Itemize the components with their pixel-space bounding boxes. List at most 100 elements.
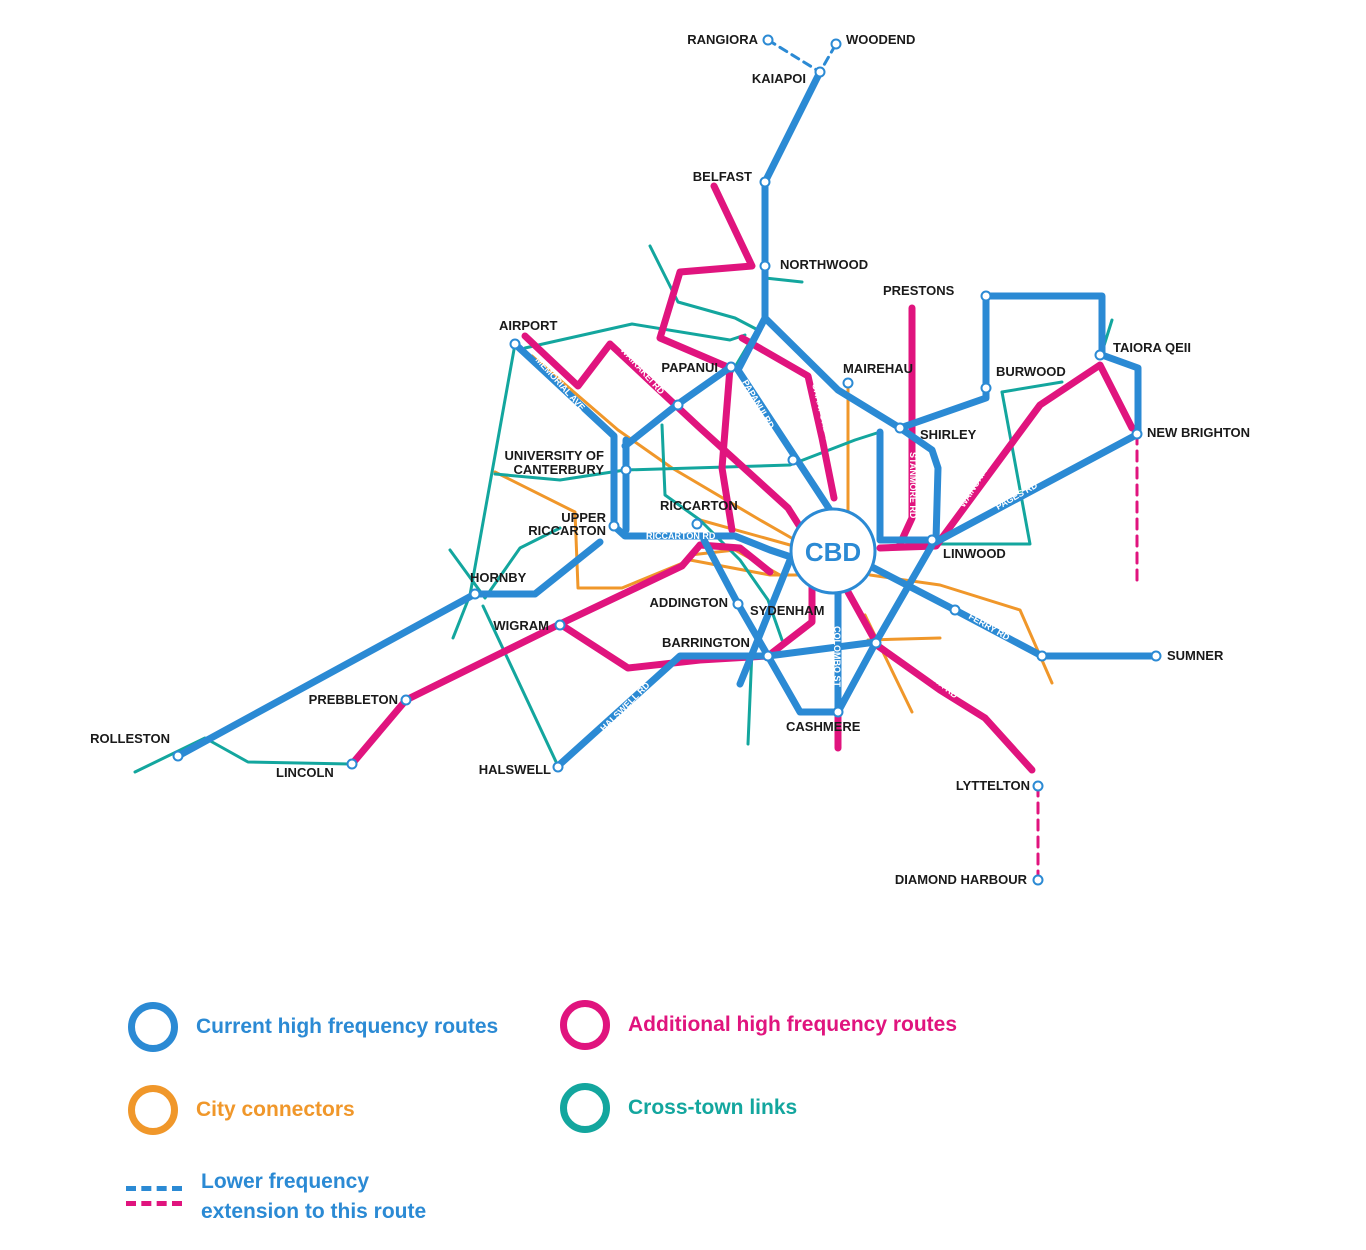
additional-route [738,334,838,502]
legend-dash-sample [126,1176,182,1216]
additional-route [696,541,774,576]
legend-dash-pink [126,1201,182,1206]
station-marker [980,290,992,302]
label-riccarton: RICCARTON [660,498,738,513]
crosstown-route [133,736,352,774]
station-marker [1150,650,1162,662]
station-marker [814,66,826,78]
current-route [932,430,1142,546]
station-marker [400,694,412,706]
place-labels: RANGIORA WOODEND KAIAPOI BELFAST NORTHWO… [90,32,1250,887]
current-route [511,340,804,564]
label-kaiapoi: KAIAPOI [752,71,806,86]
station-marker [842,377,854,389]
cbd-label: CBD [805,537,861,567]
additional-route [876,361,1136,552]
label-sydenham: SYDENHAM [750,603,824,618]
station-marker [554,619,566,631]
lower-frequency-blue-extensions [766,38,838,74]
current-route [896,424,942,544]
legend-crosstown-label: Cross-town links [628,1096,798,1119]
legend-current-ring [128,1002,178,1052]
label-lincoln: LINCOLN [276,765,334,780]
station-marker [832,706,844,718]
road-label-colombo-st: COLOMBO ST [832,626,842,687]
label-linwood: LINWOOD [943,546,1006,561]
label-new-brighton: NEW BRIGHTON [1147,425,1250,440]
station-marker [1032,780,1044,792]
station-marker [469,588,481,600]
legend-additional-ring [560,1000,610,1050]
label-halswell: HALSWELL [479,762,551,777]
station-marker [732,598,744,610]
station-marker [691,518,703,530]
station-marker [1131,428,1143,440]
crosstown-route [660,423,702,522]
label-rolleston: ROLLESTON [90,731,170,746]
lower-frequency-extension [766,38,838,74]
label-upper-riccarton-line2: RICCARTON [528,523,606,538]
crosstown-route [448,526,562,600]
label-shirley: SHIRLEY [920,427,977,442]
crosstown-route [648,244,760,332]
label-belfast: BELFAST [693,169,752,184]
station-marker [725,361,737,373]
station-marker [1094,349,1106,361]
label-diamond-harbour: DIAMOND HARBOUR [895,872,1028,887]
current-route [736,556,794,688]
station-marker [926,534,938,546]
lower-frequency-pink-extensions [1036,432,1139,882]
current-route [876,428,934,544]
label-upper-riccarton-line1: UPPER [561,510,606,525]
current-route [761,68,1142,436]
station-marker [1036,650,1048,662]
road-label-riccarton-rd: RICCARTON RD [646,531,716,541]
legend-additional: Additional high frequency routes [560,1000,957,1050]
additional-route [896,304,916,548]
label-cashmere: CASHMERE [786,719,861,734]
road-label-stanmore-rd: STANMORE RD [908,452,918,519]
label-rangiora: RANGIORA [687,32,758,47]
crosstown-route [523,322,747,350]
label-prebbleton: PREBBLETON [309,692,398,707]
legend-connectors-ring [128,1085,178,1135]
road-label-wairakei-rd: WAIRAKEI RD [619,345,667,397]
current-high-frequency-routes [174,68,1160,770]
crosstown-route [1000,380,1064,394]
legend-additional-label: Additional high frequency routes [628,1013,958,1036]
crosstown-route [481,604,560,768]
label-university-line2: CANTERBURY [513,462,604,477]
station-marker [1032,874,1044,886]
legend-lower-line1: Lower frequency [201,1170,370,1193]
route-map: MEMORIAL AVE WAIRAKEI RD PAPANUI RD CRAN… [90,32,1250,887]
legend-crosstown-ring [560,1083,610,1133]
additional-route [844,588,1036,774]
legend-crosstown: Cross-town links [560,1083,797,1133]
station-marker [762,650,774,662]
legend-connectors: City connectors [128,1085,355,1135]
station-marker [787,454,799,466]
crosstown-route [746,648,754,746]
connector-route [868,573,1054,685]
cbd-hub: CBD [789,507,877,595]
label-northwood: NORTHWOOD [780,257,868,272]
label-hornby: HORNBY [470,570,527,585]
legend-lower-frequency: Lower frequency extension to this route [201,1167,426,1227]
crosstown-route [700,520,784,642]
station-marker [172,750,184,762]
legend-current-label: Current high frequency routes [196,1015,499,1038]
station-marker [980,382,992,394]
additional-route [521,332,806,534]
label-burwood: BURWOOD [996,364,1066,379]
station-marker [762,34,774,46]
current-route [734,314,834,514]
station-marker [346,758,358,770]
label-addington: ADDINGTON [650,595,728,610]
station-marker [949,604,961,616]
station-marker [759,176,771,188]
station-marker [552,761,564,773]
connector-route [698,518,792,547]
road-label-halswell-rd: HALSWELL RD [598,680,652,734]
label-woodend: WOODEND [846,32,915,47]
station-marker [672,399,684,411]
